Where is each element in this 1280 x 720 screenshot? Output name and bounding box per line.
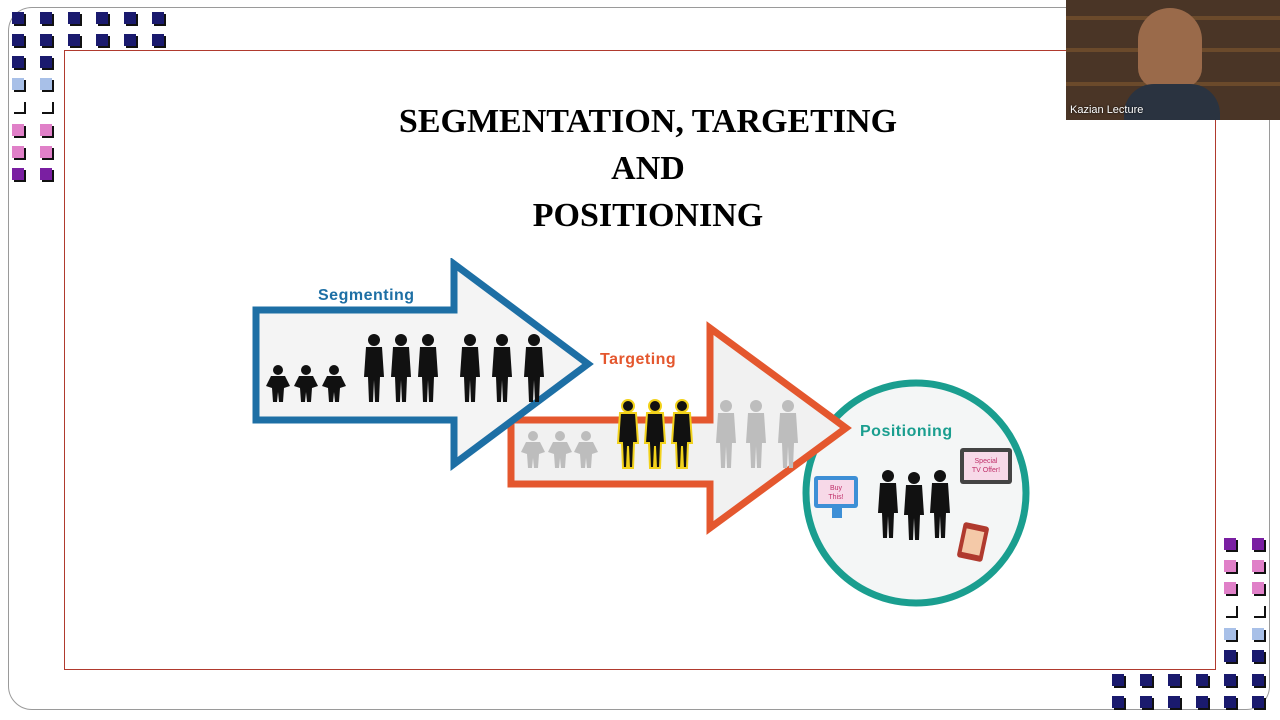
- targeting-faded-children: [521, 431, 598, 468]
- tv-icon: Special TV Offer!: [960, 448, 1012, 484]
- participant-name: Kazian Lecture: [1070, 104, 1144, 116]
- decorative-square: [40, 100, 52, 112]
- targeting-stage: Targeting: [507, 321, 852, 535]
- decorative-square: [1252, 674, 1264, 686]
- positioning-label: Positioning: [860, 423, 953, 440]
- computer-icon: Buy This!: [814, 476, 858, 518]
- decorative-square: [40, 12, 52, 24]
- decorative-square: [40, 124, 52, 136]
- decorative-square: [1224, 696, 1236, 708]
- tablet-icon: [957, 522, 989, 562]
- outer-slide-border: [8, 7, 1270, 710]
- participant-shoulders: [1124, 84, 1220, 120]
- targeting-faded-adults: [716, 400, 798, 468]
- decorative-square: [12, 168, 24, 180]
- decorative-square: [68, 34, 80, 46]
- decorative-square: [1252, 560, 1264, 572]
- decorative-square: [152, 34, 164, 46]
- participant-avatar: [1138, 8, 1202, 88]
- decorative-square: [1252, 538, 1264, 550]
- decorative-square: [1112, 674, 1124, 686]
- decorative-square: [1224, 538, 1236, 550]
- title-line-2: AND: [611, 150, 685, 187]
- computer-text-line-2: This!: [828, 494, 843, 501]
- decorative-square: [1252, 604, 1264, 616]
- decorative-square: [40, 56, 52, 68]
- decorative-square: [12, 56, 24, 68]
- decorative-square: [152, 12, 164, 24]
- decorative-square: [12, 78, 24, 90]
- tv-text-line-2: TV Offer!: [972, 467, 1000, 474]
- tv-text-line-1: Special: [975, 458, 998, 465]
- decorative-square: [1224, 604, 1236, 616]
- decorative-square: [40, 78, 52, 90]
- decorative-square: [12, 12, 24, 24]
- title-line-3: POSITIONING: [532, 197, 764, 234]
- targeting-label: Targeting: [600, 351, 676, 368]
- decorative-square: [1224, 674, 1236, 686]
- decorative-square: [1168, 674, 1180, 686]
- decorative-square: [96, 34, 108, 46]
- decorative-square: [40, 168, 52, 180]
- decorative-square: [1224, 582, 1236, 594]
- decorative-square: [1112, 696, 1124, 708]
- decorative-square: [1224, 560, 1236, 572]
- segmenting-label: Segmenting: [318, 287, 415, 304]
- decorative-square: [1224, 650, 1236, 662]
- decorative-square: [1196, 674, 1208, 686]
- decorative-square: [1252, 696, 1264, 708]
- decorative-square: [96, 12, 108, 24]
- participant-video-tile[interactable]: Kazian Lecture: [1066, 0, 1280, 120]
- decorative-square: [124, 34, 136, 46]
- decorative-square: [124, 12, 136, 24]
- decorative-square: [1140, 696, 1152, 708]
- decorative-square: [1224, 628, 1236, 640]
- title-line-1: SEGMENTATION, TARGETING: [398, 103, 898, 140]
- decorative-square: [12, 100, 24, 112]
- decorative-square: [1252, 628, 1264, 640]
- decorative-square: [1140, 674, 1152, 686]
- decorative-square: [1252, 582, 1264, 594]
- decorative-square: [1168, 696, 1180, 708]
- targeting-highlighted-people: [617, 399, 693, 469]
- slide-title: SEGMENTATION, TARGETING AND POSITIONING: [300, 98, 996, 239]
- decorative-square: [40, 146, 52, 158]
- decorative-square: [68, 12, 80, 24]
- segmenting-stage: Segmenting: [252, 258, 594, 471]
- positioning-stage: Positioning Special TV Offer! Buy This!: [802, 379, 1030, 607]
- decorative-square: [40, 34, 52, 46]
- decorative-square: [1196, 696, 1208, 708]
- decorative-square: [1252, 650, 1264, 662]
- decorative-square: [12, 124, 24, 136]
- stp-diagram: Positioning Special TV Offer! Buy This!: [252, 258, 1030, 607]
- computer-text-line-1: Buy: [830, 485, 843, 492]
- decorative-square: [12, 34, 24, 46]
- decorative-square: [12, 146, 24, 158]
